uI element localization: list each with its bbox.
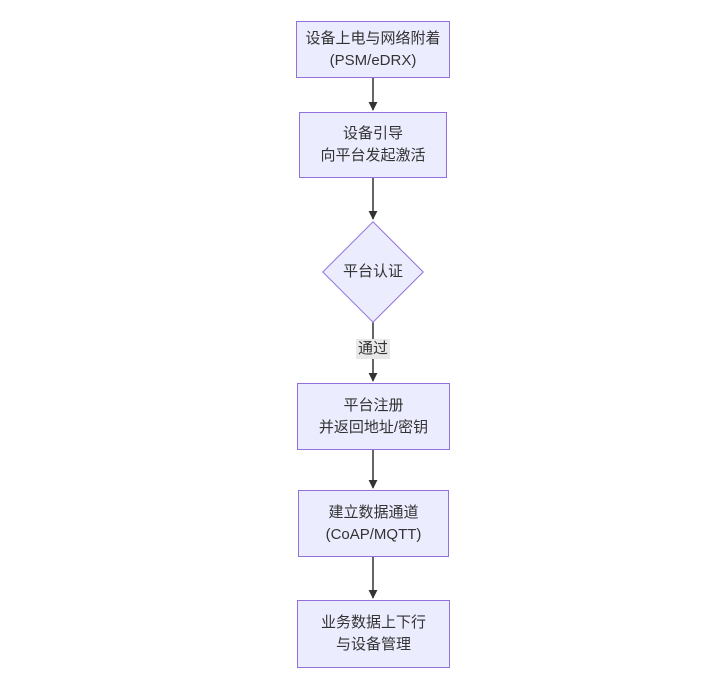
node-label-line: (PSM/eDRX) — [329, 51, 417, 69]
flow-decision-platform-auth-label: 平台认证 — [342, 263, 404, 280]
flow-node-power-on-network-attach: 设备上电与网络附着 (PSM/eDRX) — [296, 21, 450, 78]
node-label-line: 设备引导 — [342, 125, 403, 142]
edge-label-pass: 通过 — [355, 339, 391, 359]
node-label-line: 设备上电与网络附着 — [305, 29, 441, 47]
node-label-line: 并返回地址/密钥 — [318, 418, 429, 436]
flow-node-device-bootstrap-activation: 设备引导 向平台发起激活 — [299, 112, 447, 178]
flow-node-business-data-device-mgmt: 业务数据上下行 与设备管理 — [297, 600, 450, 668]
node-label-line: 建立数据通道 — [328, 503, 419, 521]
node-label-line: (CoAP/MQTT) — [325, 525, 422, 543]
node-label-line: 向平台发起激活 — [320, 147, 426, 164]
node-label-line: 平台注册 — [343, 396, 404, 414]
flow-node-data-channel-setup: 建立数据通道 (CoAP/MQTT) — [298, 490, 449, 557]
flow-node-platform-registration: 平台注册 并返回地址/密钥 — [297, 383, 450, 450]
node-label-line: 业务数据上下行 — [320, 614, 426, 631]
node-label-line: 与设备管理 — [335, 636, 411, 653]
